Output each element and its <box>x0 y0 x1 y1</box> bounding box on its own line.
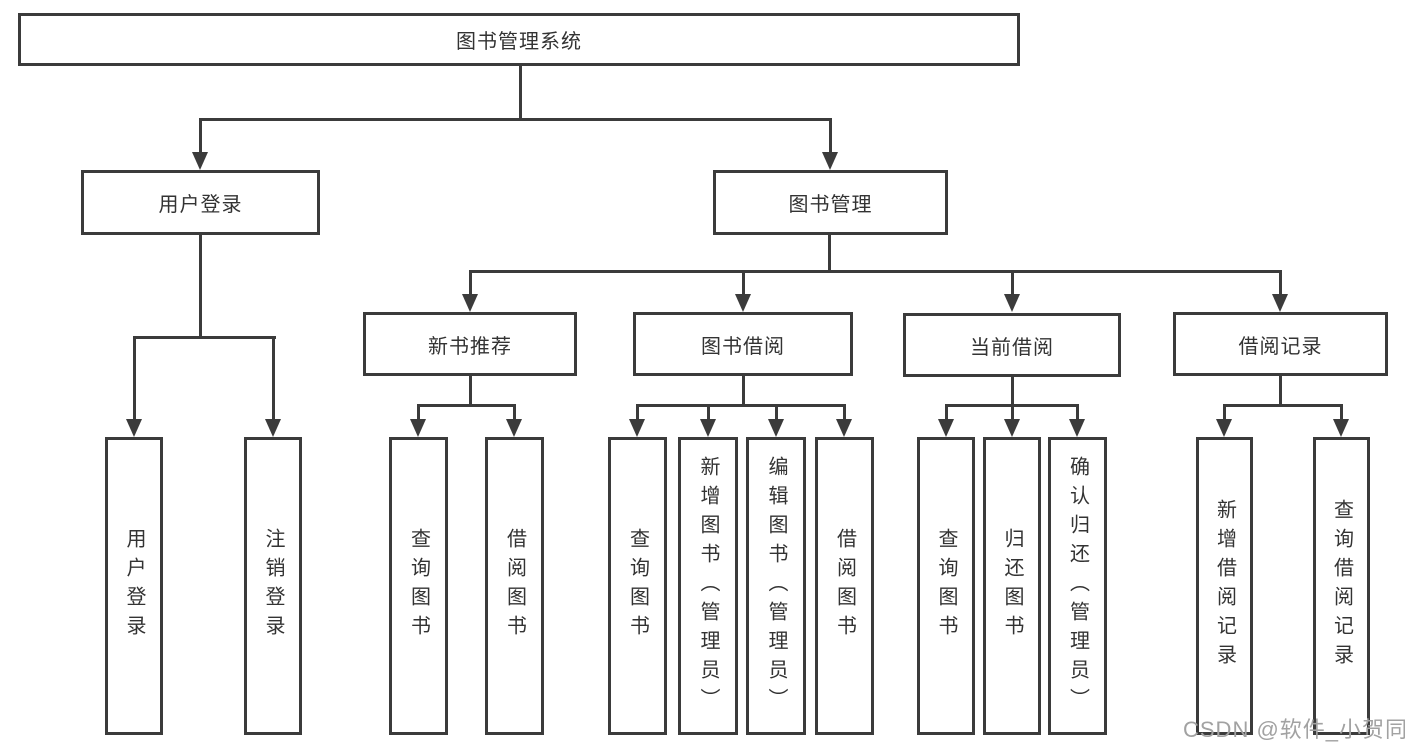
connector-line <box>417 404 420 421</box>
node-label: 借阅记录 <box>1238 335 1323 358</box>
arrowhead-down-icon <box>1004 294 1020 312</box>
leaf-user-login: 用户登录 <box>105 437 163 735</box>
leaf-borrow-books: 借阅图书 <box>815 437 874 735</box>
arrowhead-down-icon <box>768 419 784 437</box>
node-book-borrow: 图书借阅 <box>633 312 853 376</box>
connector-line <box>1076 404 1079 421</box>
connector-line <box>1011 270 1014 296</box>
connector-line <box>199 118 832 121</box>
arrowhead-down-icon <box>1272 294 1288 312</box>
leaf-label: 注销登录 <box>262 528 284 644</box>
leaf-logout-login: 注销登录 <box>244 437 302 735</box>
node-label: 图书管理系统 <box>456 31 582 53</box>
csdn-watermark: CSDN @软件_小贺同学 <box>1183 717 1405 742</box>
node-label: 图书管理 <box>788 194 873 216</box>
leaf-label: 确认归还（管理员） <box>1066 455 1089 717</box>
leaf-query-borrow-record: 查询借阅记录 <box>1313 437 1370 735</box>
leaf-edit-books-admin: 编辑图书（管理员） <box>746 437 806 735</box>
arrowhead-down-icon <box>462 294 478 312</box>
node-label: 新书推荐 <box>428 335 512 358</box>
leaf-query-books-recommend: 查询图书 <box>389 437 448 735</box>
leaf-label: 借阅图书 <box>833 528 856 644</box>
node-book-management: 图书管理 <box>713 170 948 235</box>
leaf-label: 借阅图书 <box>503 528 526 644</box>
leaf-return-books: 归还图书 <box>983 437 1041 735</box>
leaf-label: 查询图书 <box>935 528 957 644</box>
connector-line <box>742 270 745 296</box>
node-root-library-system: 图书管理系统 <box>18 13 1020 66</box>
arrowhead-down-icon <box>1004 419 1020 437</box>
connector-line <box>199 235 202 339</box>
connector-line <box>417 404 516 407</box>
arrowhead-down-icon <box>126 419 142 437</box>
leaf-borrow-books-recommend: 借阅图书 <box>485 437 544 735</box>
node-label: 当前借阅 <box>970 336 1054 359</box>
connector-line <box>945 404 948 421</box>
node-label: 图书借阅 <box>701 335 785 358</box>
connector-line <box>1340 404 1343 421</box>
connector-line <box>1223 404 1226 421</box>
leaf-query-books-current: 查询图书 <box>917 437 975 735</box>
arrowhead-down-icon <box>629 419 645 437</box>
connector-line <box>133 336 276 339</box>
connector-line <box>1279 376 1282 407</box>
arrowhead-down-icon <box>192 152 208 170</box>
arrowhead-down-icon <box>265 419 281 437</box>
node-new-book-recommend: 新书推荐 <box>363 312 577 376</box>
connector-line <box>775 404 778 421</box>
leaf-label: 新增借阅记录 <box>1213 499 1236 673</box>
connector-line <box>272 336 275 421</box>
node-user-login: 用户登录 <box>81 170 320 235</box>
arrowhead-down-icon <box>822 152 838 170</box>
connector-line <box>469 270 1282 273</box>
arrowhead-down-icon <box>700 419 716 437</box>
arrowhead-down-icon <box>836 419 852 437</box>
connector-line <box>636 404 639 421</box>
connector-line <box>1279 270 1282 296</box>
connector-line <box>469 270 472 296</box>
leaf-label: 归还图书 <box>1001 528 1023 644</box>
node-borrow-records: 借阅记录 <box>1173 312 1388 376</box>
connector-line <box>707 404 710 421</box>
connector-line <box>133 336 136 421</box>
arrowhead-down-icon <box>410 419 426 437</box>
leaf-label: 新增图书（管理员） <box>697 455 719 717</box>
leaf-query-books-borrow: 查询图书 <box>608 437 667 735</box>
leaf-label: 查询图书 <box>407 528 430 644</box>
arrowhead-down-icon <box>735 294 751 312</box>
connector-line <box>199 118 202 154</box>
connector-line <box>469 376 472 407</box>
leaf-label: 查询借阅记录 <box>1330 499 1353 673</box>
leaf-label: 用户登录 <box>123 528 145 644</box>
leaf-label: 编辑图书（管理员） <box>765 455 787 717</box>
connector-line <box>742 376 745 407</box>
connector-line <box>843 404 846 421</box>
leaf-confirm-return-admin: 确认归还（管理员） <box>1048 437 1107 735</box>
node-label: 用户登录 <box>158 194 243 216</box>
leaf-add-borrow-record: 新增借阅记录 <box>1196 437 1253 735</box>
connector-line <box>519 66 522 120</box>
connector-line <box>1011 376 1014 407</box>
node-current-borrow: 当前借阅 <box>903 313 1121 377</box>
arrowhead-down-icon <box>506 419 522 437</box>
arrowhead-down-icon <box>1216 419 1232 437</box>
leaf-label: 查询图书 <box>626 528 649 644</box>
connector-line <box>513 404 516 421</box>
connector-line <box>636 404 846 407</box>
arrowhead-down-icon <box>1069 419 1085 437</box>
connector-line <box>1223 404 1343 407</box>
connector-line <box>829 118 832 154</box>
arrowhead-down-icon <box>1333 419 1349 437</box>
connector-line <box>828 235 831 273</box>
leaf-add-books-admin: 新增图书（管理员） <box>678 437 738 735</box>
arrowhead-down-icon <box>938 419 954 437</box>
connector-line <box>1011 404 1014 421</box>
